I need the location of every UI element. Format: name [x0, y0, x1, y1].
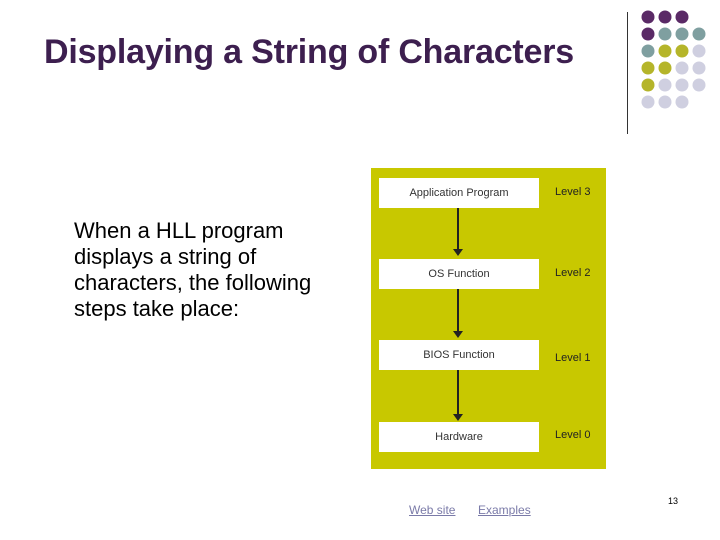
- body-text: When a HLL program displays a string of …: [74, 218, 312, 321]
- decorative-dot: [641, 44, 655, 58]
- decorative-dot: [675, 27, 689, 41]
- decorative-vertical-line: [627, 12, 628, 134]
- decorative-dot: [675, 61, 689, 75]
- decorative-dot: [675, 44, 689, 58]
- layer-box-application-program: Application Program: [379, 178, 539, 208]
- decorative-dot: [641, 61, 655, 75]
- decorative-dot: [658, 27, 672, 41]
- decorative-dot: [658, 61, 672, 75]
- decorative-dot: [641, 10, 655, 24]
- layer-box-os-function: OS Function: [379, 259, 539, 289]
- slide-title: Displaying a String of Characters: [44, 33, 574, 71]
- page-number: 13: [668, 496, 679, 506]
- arrow-down-icon: [453, 370, 463, 421]
- arrow-down-icon: [453, 208, 463, 256]
- decorative-dot: [641, 95, 655, 109]
- arrow-down-icon: [453, 289, 463, 338]
- decorative-dot: [658, 10, 672, 24]
- decorative-dot: [658, 95, 672, 109]
- decorative-dot-grid: [641, 10, 706, 109]
- decorative-dot: [658, 78, 672, 92]
- layer-diagram: Application Program Level 3 OS Function …: [371, 168, 606, 469]
- layer-box-bios-function: BIOS Function: [379, 340, 539, 370]
- decorative-dot: [692, 61, 706, 75]
- layer-level-0-label: Level 0: [555, 429, 591, 441]
- decorative-dot: [692, 27, 706, 41]
- web-site-link[interactable]: Web site: [409, 503, 456, 517]
- decorative-dot: [692, 44, 706, 58]
- layer-level-3-label: Level 3: [555, 186, 591, 198]
- examples-link[interactable]: Examples: [478, 503, 531, 517]
- layer-level-2-label: Level 2: [555, 267, 591, 279]
- decorative-dot: [641, 27, 655, 41]
- decorative-dot: [658, 44, 672, 58]
- decorative-dot: [675, 10, 689, 24]
- decorative-dot: [692, 78, 706, 92]
- decorative-dot: [675, 95, 689, 109]
- layer-level-1-label: Level 1: [555, 352, 591, 364]
- decorative-dot: [641, 78, 655, 92]
- decorative-dot: [675, 78, 689, 92]
- layer-box-hardware: Hardware: [379, 422, 539, 452]
